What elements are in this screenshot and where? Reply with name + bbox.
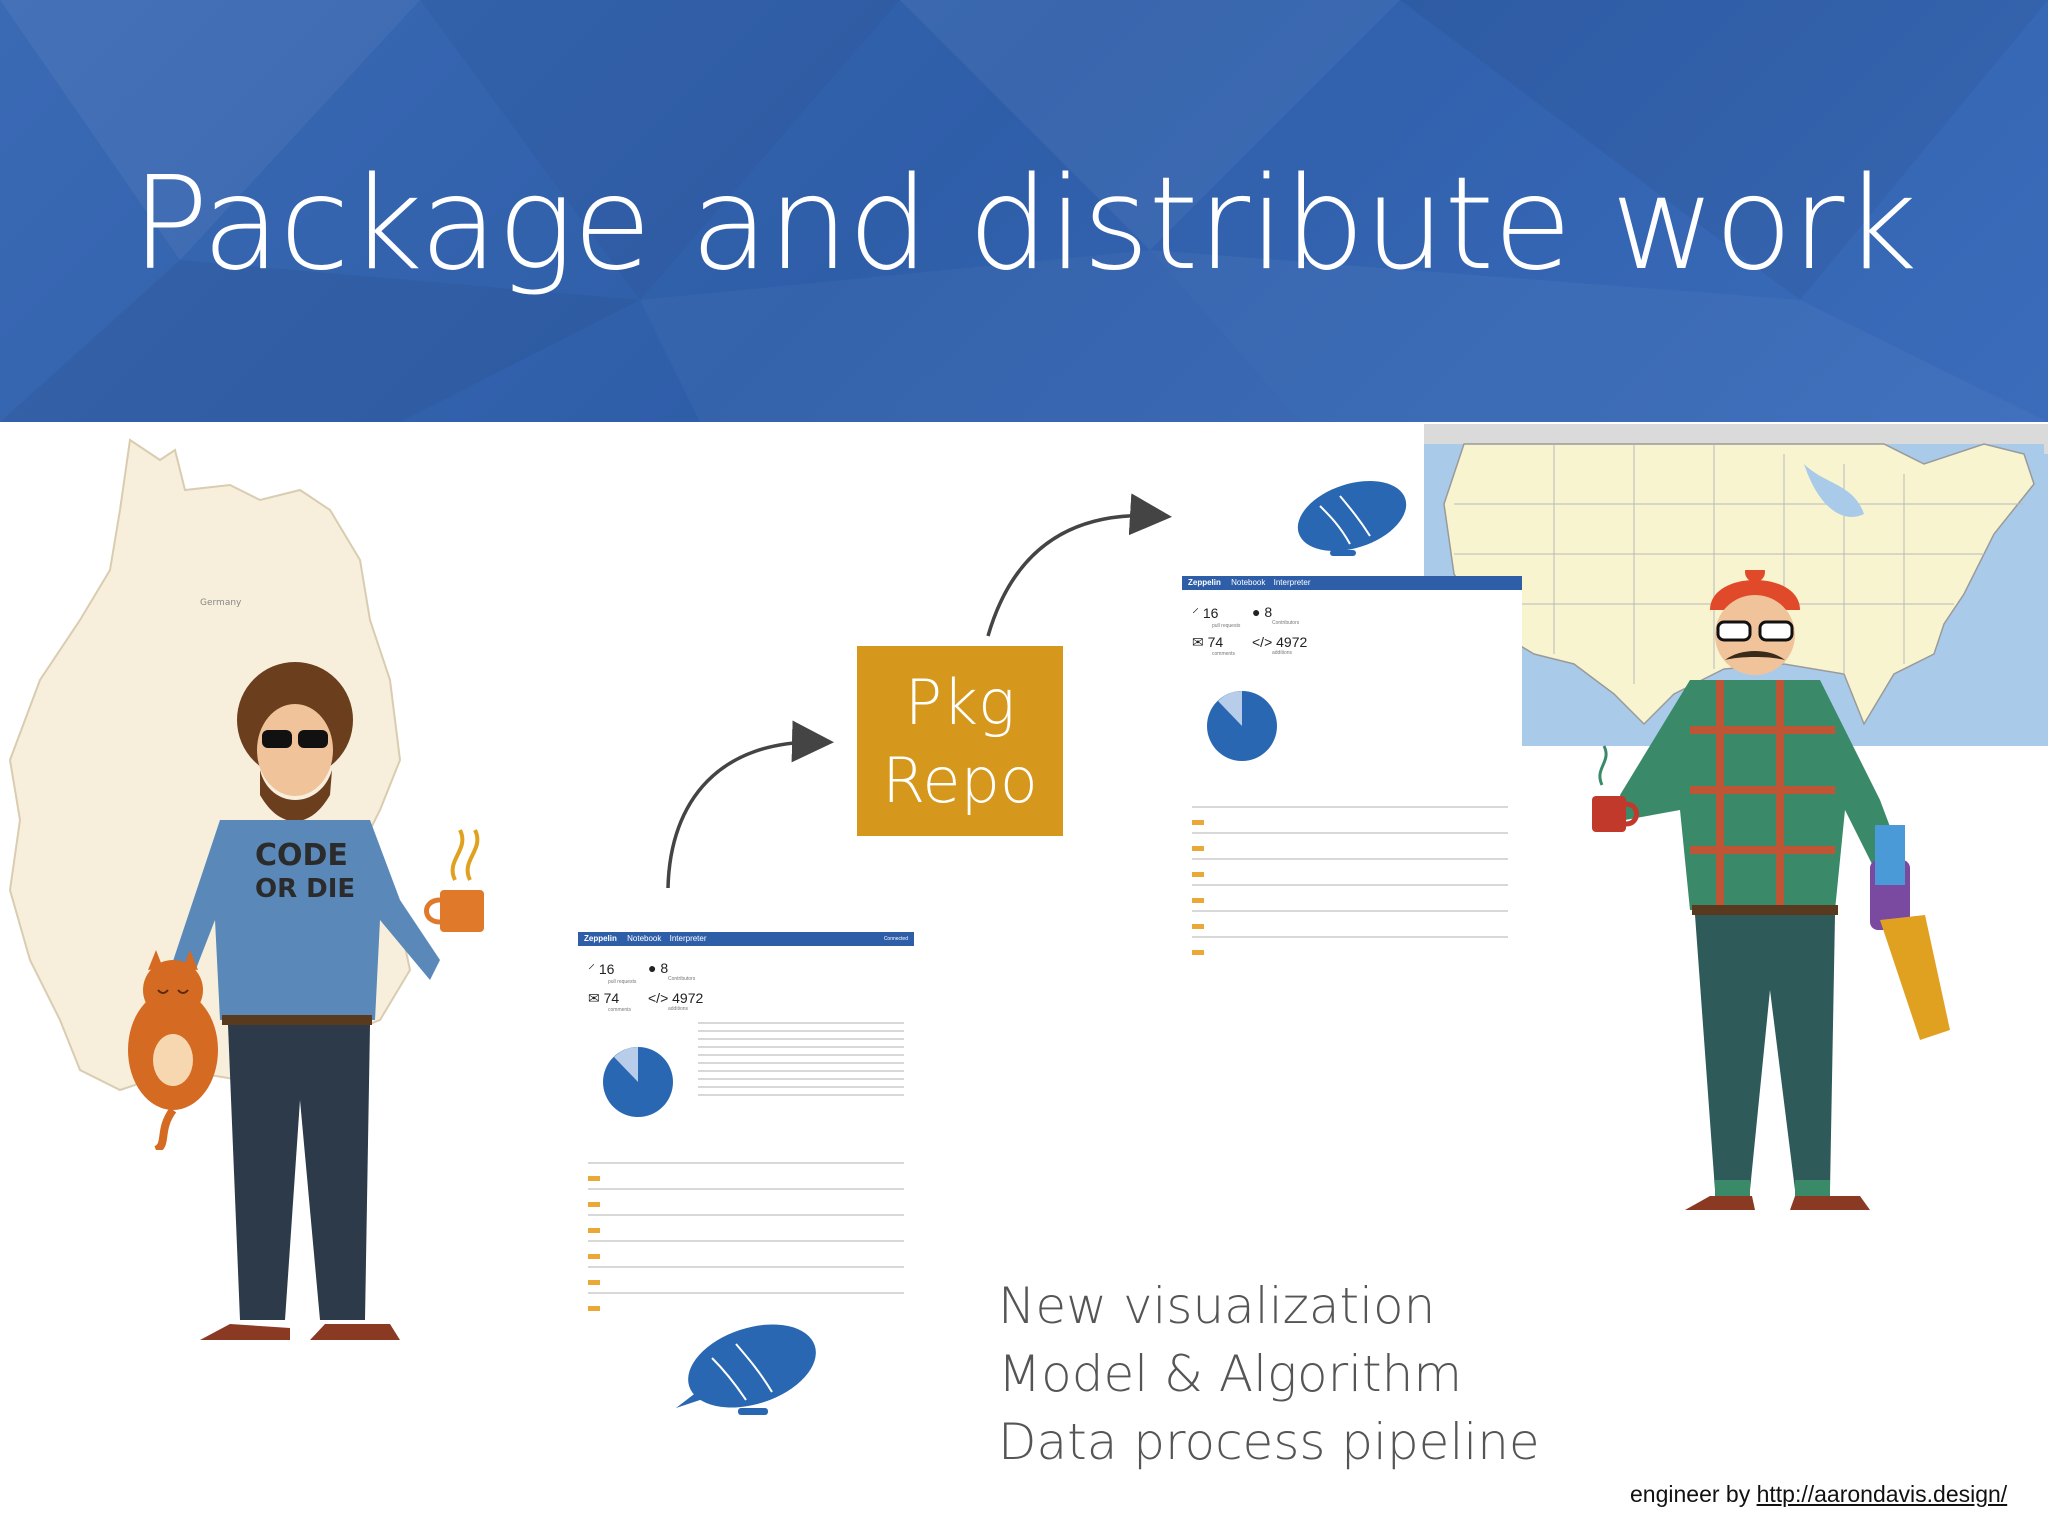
left-shoe (200, 1324, 290, 1340)
nav-notebook: Notebook (627, 934, 662, 943)
pie-chart-2 (1207, 691, 1277, 761)
cat-illustration (128, 950, 218, 1150)
dashboard-navbar-2: Zeppelin Notebook Interpreter (1182, 576, 1522, 590)
pull-request-icon: ⸍ (1192, 605, 1199, 621)
stat-contributors-2: ● 8 Contributors (1252, 604, 1300, 626)
stat-additions-2: </> 4972 additions (1252, 634, 1308, 656)
glasses-icon (1716, 620, 1752, 642)
stat-comments: ✉ 74 comments (588, 990, 632, 1013)
stat-pull-requests-2: ⸍ 16 pull requests (1192, 605, 1241, 629)
status-connected: Connected (883, 936, 908, 942)
caption-list: New visualization Model & Algorithm Data… (998, 1272, 1540, 1476)
pkg-repo-line1: Pkg (904, 666, 1016, 739)
pr-table-top (698, 1022, 904, 1102)
coffee-mug-icon (440, 890, 484, 932)
pr-table-bottom-2 (1192, 806, 1508, 961)
zeppelin-brand-2: Zeppelin (1188, 578, 1221, 587)
right-boot (1790, 1196, 1870, 1210)
caption-data-pipeline: Data process pipeline (998, 1413, 1540, 1471)
pkg-repo-line2: Repo (882, 744, 1038, 817)
code-icon: </> (648, 990, 669, 1006)
zeppelin-icon-top (1297, 480, 1407, 556)
left-boot (1685, 1196, 1755, 1210)
shirt-text-line2: OR DIE (255, 874, 355, 904)
contributors-icon: ● (1252, 604, 1261, 620)
zeppelin-brand: Zeppelin (584, 934, 617, 943)
germany-label: Germany (200, 598, 242, 608)
dashboard-screenshot-1: Zeppelin Notebook Interpreter Connected … (578, 932, 914, 1317)
right-shoe (310, 1324, 400, 1340)
stat-contributors: ● 8 Contributors (648, 960, 696, 982)
mustache (1725, 651, 1785, 660)
arrow-from-repo (986, 493, 1172, 637)
pkg-repo-box: Pkg Repo (857, 646, 1063, 836)
nav-interpreter-2: Interpreter (1273, 578, 1311, 587)
credit-line: engineer by http://aarondavis.design/ (1630, 1481, 2007, 1508)
stat-additions: </> 4972 additions (648, 990, 704, 1012)
caption-new-visualization: New visualization (998, 1277, 1436, 1335)
pull-request-icon: ⸍ (588, 961, 595, 977)
nav-notebook-2: Notebook (1231, 578, 1266, 587)
plaid-shirt (1620, 680, 1910, 910)
dashboard-screenshot-2: Zeppelin Notebook Interpreter ⸍ 16 pull … (1182, 576, 1522, 961)
stat-pull-requests: ⸍ 16 pull requests (588, 961, 637, 985)
shirt-text-line1: CODE (255, 838, 348, 873)
arrow-to-repo (666, 720, 834, 889)
dashboard-navbar: Zeppelin Notebook Interpreter Connected (578, 932, 914, 946)
developer-illustration: CODE OR DIE (160, 662, 484, 1340)
zeppelin-icon-bottom (676, 1324, 816, 1415)
pr-table-bottom (588, 1162, 904, 1317)
stat-comments-2: ✉ 74 comments (1192, 634, 1236, 657)
pie-chart (603, 1047, 673, 1117)
engineer-illustration (1592, 570, 1950, 1210)
jeans (228, 1025, 370, 1320)
trousers (1695, 915, 1835, 1190)
red-mug-icon (1592, 796, 1626, 832)
credit-text: engineer by (1630, 1481, 1757, 1507)
header-pattern (0, 0, 2048, 422)
sunglasses-icon (262, 730, 292, 748)
comments-icon: ✉ (588, 990, 600, 1006)
contributors-icon: ● (648, 960, 657, 976)
code-icon: </> (1252, 634, 1273, 650)
comments-icon: ✉ (1192, 634, 1204, 650)
slide-title: Package and distribute work (131, 150, 1918, 299)
caption-model-algorithm: Model & Algorithm (998, 1345, 1463, 1403)
shirt (160, 820, 440, 1020)
credit-link[interactable]: http://aarondavis.design/ (1756, 1481, 2008, 1507)
slide-header: Package and distribute work (0, 0, 2048, 422)
nav-interpreter: Interpreter (669, 934, 707, 943)
beard (260, 770, 332, 822)
